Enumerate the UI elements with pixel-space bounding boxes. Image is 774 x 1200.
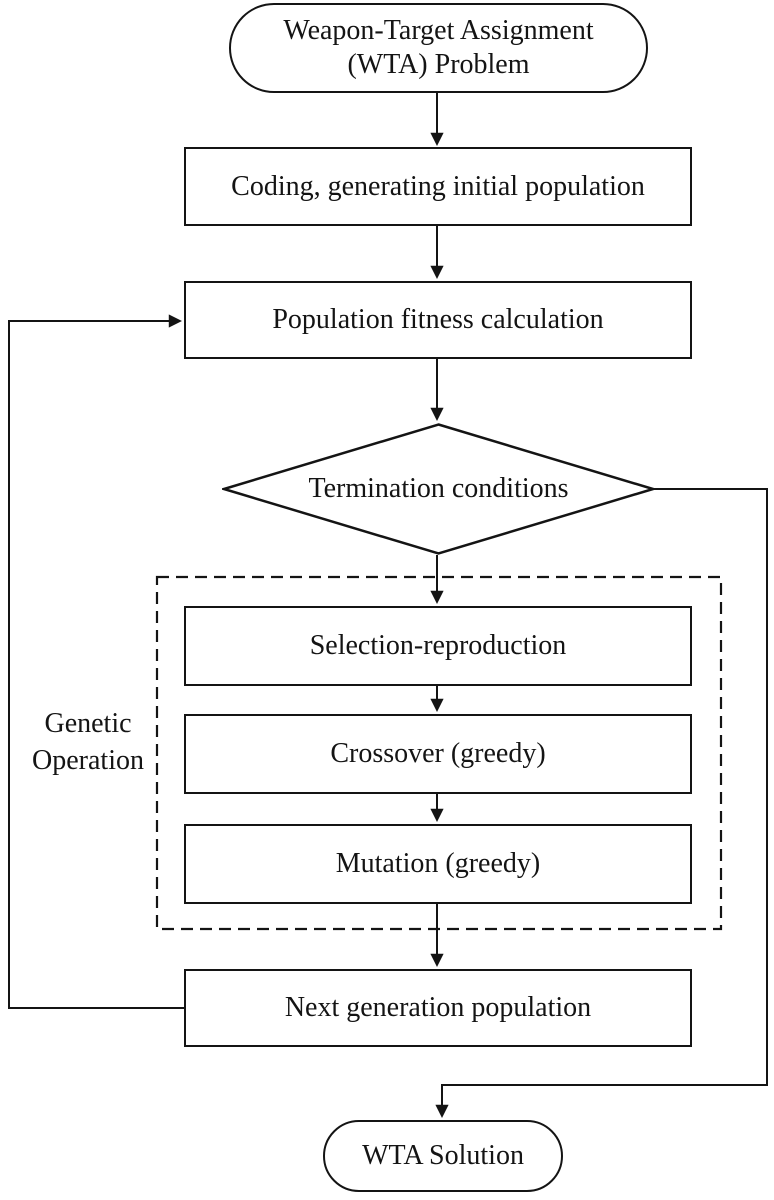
node-next-generation: Next generation population bbox=[184, 969, 692, 1047]
node-crossover: Crossover (greedy) bbox=[184, 714, 692, 794]
node-crossover-label: Crossover (greedy) bbox=[330, 738, 546, 769]
node-mutation: Mutation (greedy) bbox=[184, 824, 692, 904]
node-coding-label: Coding, generating initial population bbox=[231, 170, 645, 202]
node-solution: WTA Solution bbox=[323, 1120, 563, 1192]
node-termination-label: Termination conditions bbox=[308, 473, 569, 504]
node-start: Weapon-Target Assignment (WTA) Problem bbox=[229, 3, 648, 93]
node-next-generation-label: Next generation population bbox=[284, 992, 592, 1023]
node-solution-label: WTA Solution bbox=[362, 1140, 524, 1171]
node-mutation-label: Mutation (greedy) bbox=[335, 848, 541, 879]
genetic-operation-label: Genetic Operation bbox=[32, 708, 144, 776]
node-fitness: Population fitness calculation bbox=[184, 281, 692, 359]
connector-termination-to-solution bbox=[435, 488, 768, 1118]
node-coding: Coding, generating initial population bbox=[184, 147, 692, 226]
genetic-operation-group-border bbox=[155, 575, 723, 931]
node-selection: Selection-reproduction bbox=[184, 606, 692, 686]
node-termination: Termination conditions bbox=[222, 423, 655, 555]
connector-feedback-next-generation-to-fitness bbox=[8, 314, 184, 1009]
decision-diamond-shape bbox=[222, 423, 655, 555]
node-fitness-label: Population fitness calculation bbox=[272, 304, 604, 335]
node-start-label: Weapon-Target Assignment (WTA) Problem bbox=[283, 15, 594, 80]
node-selection-label: Selection-reproduction bbox=[309, 630, 567, 661]
